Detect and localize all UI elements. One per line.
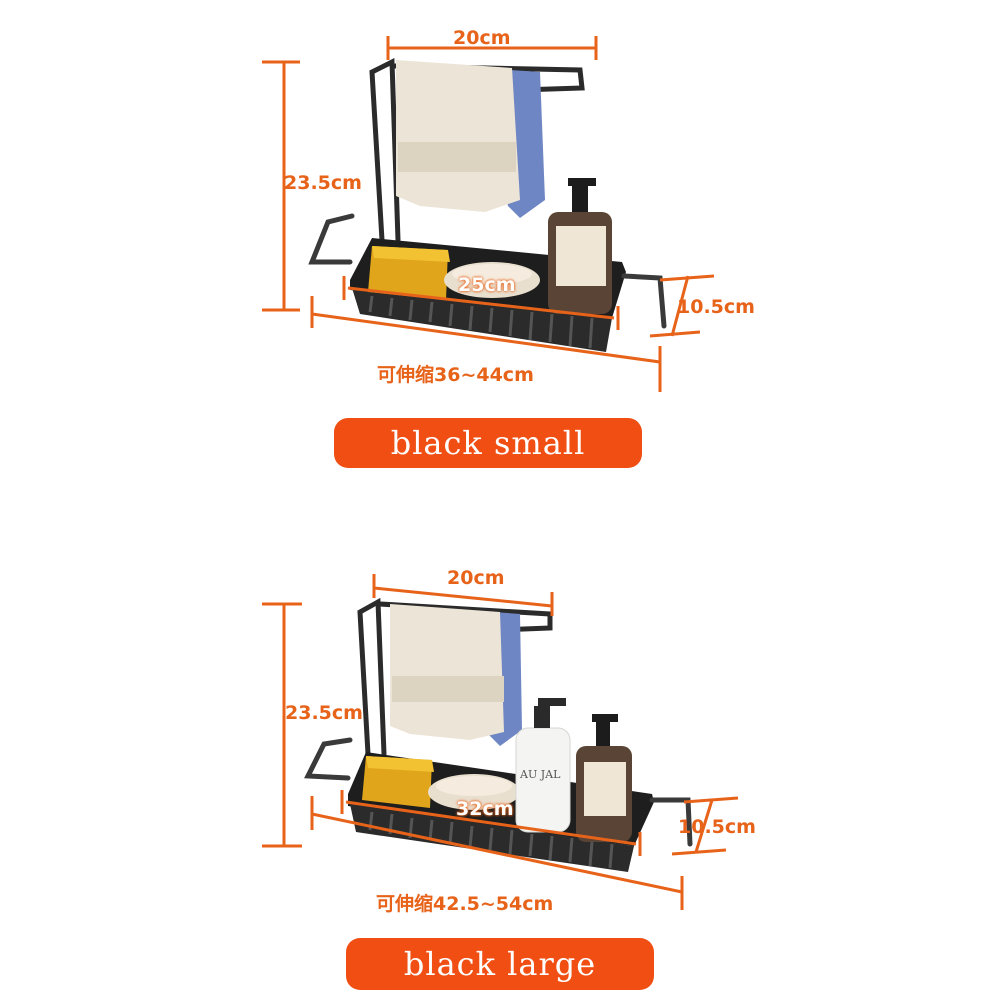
dim-height: 23.5cm (284, 172, 362, 194)
dim-depth: 10.5cm (677, 296, 755, 318)
extension-handles (308, 213, 667, 329)
variant-button-small[interactable]: black small (334, 418, 642, 468)
towel-cream (396, 60, 520, 212)
extension-handles (304, 737, 693, 847)
towel-cream (390, 604, 504, 740)
dim-extendable: 可伸缩42.5~54cm (376, 893, 554, 915)
rack-illustration-small (262, 36, 715, 392)
sponge (368, 246, 450, 300)
variant-button-large[interactable]: black large (346, 938, 654, 990)
dim-height: 23.5cm (285, 702, 363, 724)
towel-bar-frame (357, 597, 553, 757)
scrub-brush (428, 774, 520, 810)
product-panel-small: 20cm 23.5cm 25cm 10.5cm 可伸缩36~44cm black… (262, 27, 755, 468)
dimension-lines (262, 36, 715, 392)
soap-bottle (548, 178, 612, 314)
dim-tray-length: 25cm (458, 274, 516, 296)
dim-tray-length: 32cm (456, 798, 514, 820)
dim-depth: 10.5cm (678, 816, 756, 838)
dimension-lines (262, 574, 739, 910)
soap-bottle (576, 714, 632, 842)
rack-illustration-large: AU JAL (262, 574, 739, 910)
bottle-label: AU JAL (519, 768, 561, 781)
sponge (362, 756, 434, 808)
dim-width-top: 20cm (447, 567, 505, 589)
dim-width-top: 20cm (453, 27, 511, 49)
dim-extendable: 可伸缩36~44cm (377, 364, 534, 386)
scrub-brush (444, 262, 540, 298)
lotion-bottle (515, 698, 571, 833)
product-panel-large: AU JAL 20cm 23.5cm 32cm (0, 500, 1000, 1000)
